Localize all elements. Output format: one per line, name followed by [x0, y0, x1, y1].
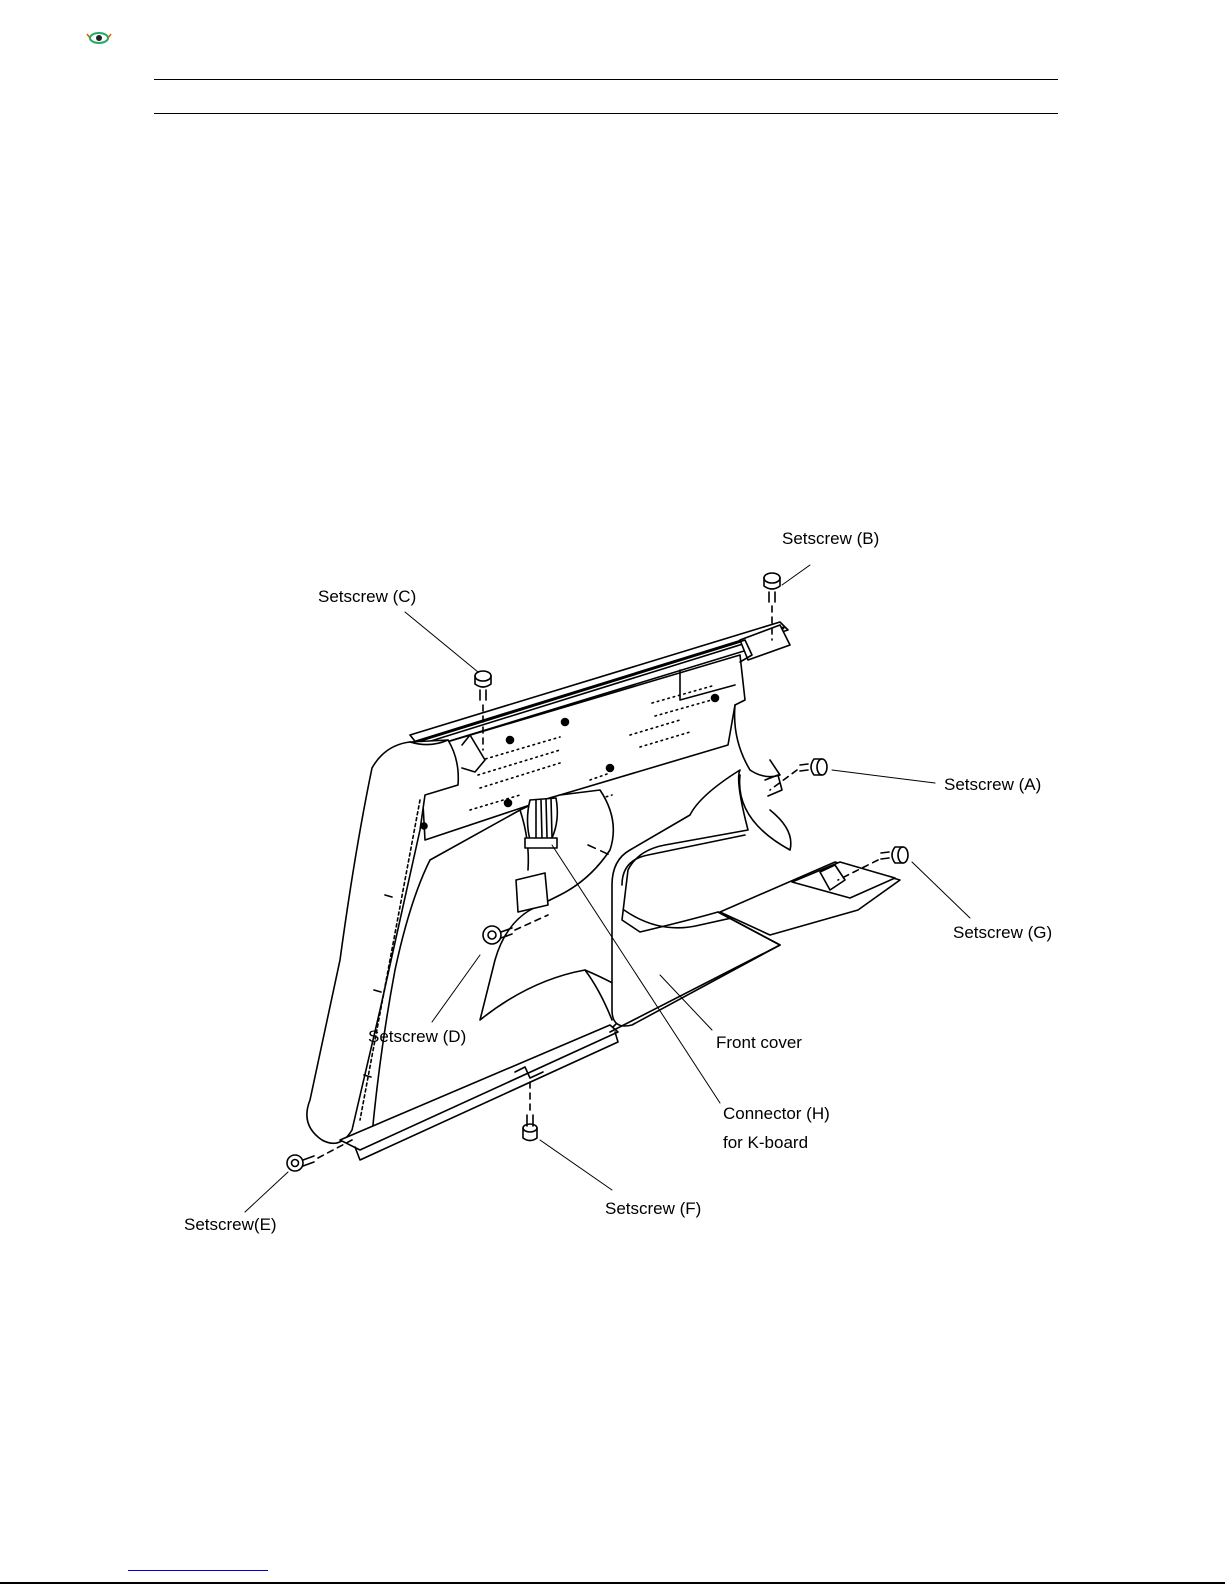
label-setscrew-b: Setscrew (B) — [782, 529, 879, 548]
label-setscrew-e: Setscrew(E) — [184, 1215, 277, 1234]
label-setscrew-a: Setscrew (A) — [944, 775, 1041, 794]
screw-f-icon — [523, 1080, 537, 1141]
screw-e-icon — [287, 1140, 352, 1171]
label-setscrew-d: Setscrew (D) — [368, 1027, 466, 1046]
right-plate — [720, 862, 900, 935]
label-setscrew-f: Setscrew (F) — [605, 1199, 701, 1218]
label-setscrew-c: Setscrew (C) — [318, 587, 416, 606]
label-connector-k-board: for K-board — [723, 1133, 808, 1152]
label-front-cover: Front cover — [716, 1033, 802, 1052]
footer-link-underline[interactable] — [128, 1570, 268, 1571]
label-connector-h: Connector (H) — [723, 1104, 830, 1123]
connector-h — [525, 798, 557, 848]
label-setscrew-g: Setscrew (G) — [953, 923, 1052, 942]
footer-rule — [0, 1582, 1225, 1584]
